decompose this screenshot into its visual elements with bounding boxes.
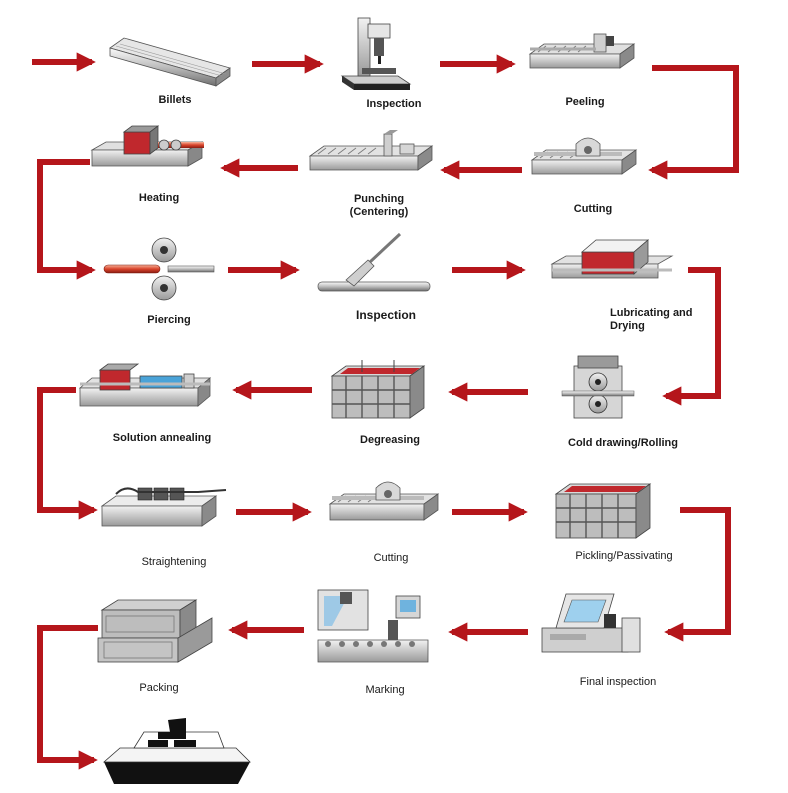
flow-arrow [37,159,96,280]
cutting-saw-icon [328,481,440,521]
step-label-inspection-2: Inspection [355,308,416,322]
flow-arrow [37,387,98,520]
inspection-console-icon [541,593,641,653]
flow-arrows [32,52,739,770]
flow-arrow [648,65,739,180]
degreasing-tank-icon [330,360,426,419]
step-label-straightening: Straightening [141,556,207,568]
step-label-punching: Punching (Centering) [349,193,409,218]
billets-icon [109,37,231,87]
step-label-piercing: Piercing [147,314,191,326]
step-label-billets: Billets [158,94,192,106]
heating-furnace-icon [90,125,204,167]
punching-machine-icon [308,130,434,171]
step-label-cutting-1: Cutting [573,203,613,215]
drill-press-icon [340,17,412,90]
peeling-machine-icon [528,33,636,69]
step-label-cutting-2: Cutting [373,552,409,564]
step-label-solution-annealing: Solution annealing [112,432,212,444]
step-label-inspection-1: Inspection [366,98,422,110]
step-label-peeling: Peeling [565,96,605,108]
step-label-pickling: Pickling/Passivating [575,550,673,562]
step-label-marking: Marking [365,684,405,696]
flow-arrow [662,267,721,406]
step-label-degreasing: Degreasing [360,434,420,446]
drawing-mill-icon [561,355,635,419]
flow-arrow [664,507,731,642]
step-label-packing: Packing [139,682,179,694]
step-label-final-inspection: Final inspection [579,676,657,688]
inspection-probe-icon [317,232,431,292]
packing-crates-icon [97,599,213,663]
shipping-vessel-icon [102,718,251,784]
step-label-heating: Heating [138,192,180,204]
piercing-rollers-icon [103,237,215,301]
flow-arrow [37,625,98,770]
step-label-lubricating: Lubricating and Drying [610,307,693,332]
step-label-cold-drawing: Cold drawing/Rolling [568,437,678,449]
cutting-saw-icon [530,137,638,175]
marking-machine-icon [317,589,429,663]
pickling-tank-icon [554,483,652,539]
straightening-machine-icon [100,487,227,527]
annealing-furnace-icon [78,363,212,407]
lubricating-tank-icon [550,239,674,279]
